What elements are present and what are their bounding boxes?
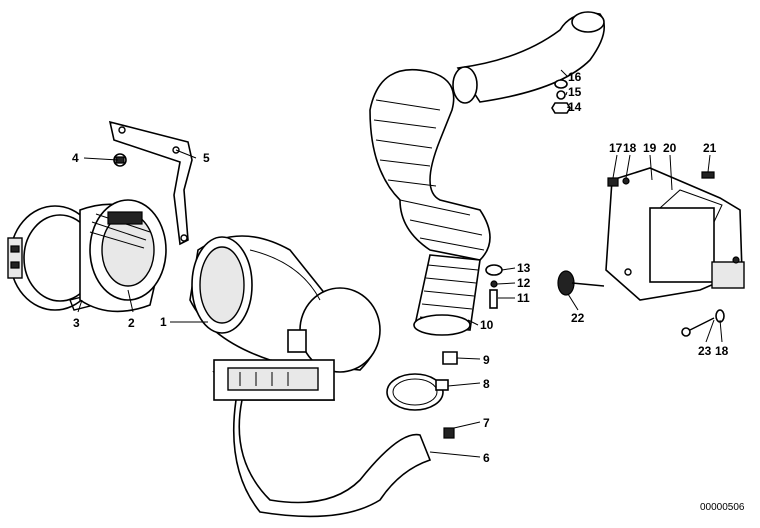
callout-8: 8 (483, 377, 490, 391)
intake-duct-part-6 (212, 359, 432, 518)
callout-17: 17 (609, 141, 623, 155)
callout-10: 10 (480, 318, 494, 332)
callout-21: 21 (703, 141, 717, 155)
reference-code: 00000506 (700, 502, 745, 513)
callout-22: 22 (571, 311, 585, 325)
grommet-part-22 (557, 270, 605, 296)
clamp-parts-7-9 (386, 351, 458, 439)
callout-3: 3 (73, 316, 80, 330)
callout-18-upper: 18 (623, 141, 637, 155)
callout-1: 1 (160, 315, 167, 329)
bracket-part-5 (108, 120, 193, 246)
callout-23: 23 (698, 344, 712, 358)
callout-16: 16 (568, 70, 582, 84)
screw-parts-23-18 (681, 309, 725, 337)
callout-7: 7 (483, 416, 490, 430)
callout-9: 9 (483, 353, 490, 367)
flex-hose-part-10 (413, 254, 481, 336)
callout-15: 15 (568, 85, 582, 99)
callout-12: 12 (517, 276, 531, 290)
callout-labels: 4 5 3 2 1 6 7 8 9 10 11 12 13 14 15 16 1… (72, 70, 729, 465)
callout-5: 5 (203, 151, 210, 165)
callout-11: 11 (517, 291, 530, 305)
callout-19: 19 (643, 141, 657, 155)
control-unit-bracket (605, 167, 745, 301)
callout-18-lower: 18 (715, 344, 729, 358)
callout-6: 6 (483, 451, 490, 465)
callout-20: 20 (663, 141, 677, 155)
pipe-part-16 (452, 11, 606, 104)
fasteners-parts-11-15 (485, 79, 571, 309)
corrugated-hose (369, 68, 491, 261)
callout-14: 14 (568, 100, 582, 114)
callout-4: 4 (72, 151, 79, 165)
callout-13: 13 (517, 261, 531, 275)
air-cleaner-part-1 (189, 235, 381, 373)
leader-lines (77, 69, 723, 458)
callout-2: 2 (128, 316, 135, 330)
housing-part-2 (79, 199, 167, 313)
